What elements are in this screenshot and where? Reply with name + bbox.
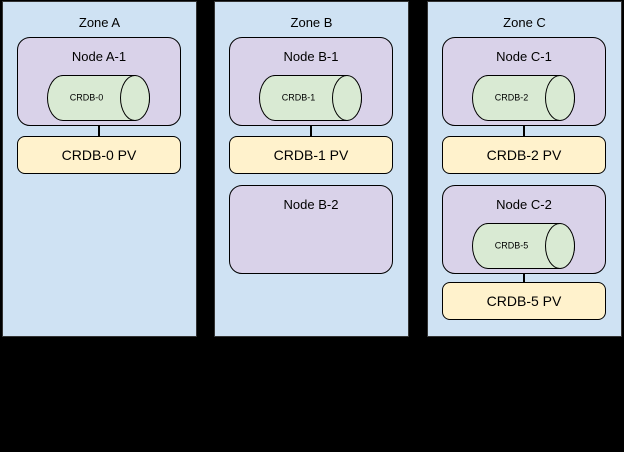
crdb-0-pv-label: CRDB-0 PV [61,147,137,163]
cylinder-cap-icon [120,75,150,121]
zone-b: Zone B Node B-1 CRDB-1 CRDB-1 PV Node B-… [214,1,409,337]
node-b1: Node B-1 CRDB-1 [229,37,393,126]
zone-c-label: Zone C [503,15,546,30]
node-c2: Node C-2 CRDB-5 [442,185,606,274]
connector-line [310,126,312,136]
cylinder-cap-icon [545,223,575,269]
node-c1: Node C-1 CRDB-2 [442,37,606,126]
node-b2: Node B-2 [229,185,393,274]
connector-line [523,274,525,282]
zone-a: Zone A Node A-1 CRDB-0 CRDB-0 PV [2,1,197,337]
crdb-0-pv-box: CRDB-0 PV [17,136,181,174]
node-c1-label: Node C-1 [496,49,552,64]
crdb-1-label: CRDB-1 [281,92,316,103]
node-a1: Node A-1 CRDB-0 [17,37,181,126]
crdb-5-cylinder-icon: CRDB-5 [472,223,575,269]
node-b2-label: Node B-2 [283,197,339,212]
node-b1-label: Node B-1 [283,49,339,64]
crdb-5-pv-box: CRDB-5 PV [442,282,606,320]
crdb-1-pv-box: CRDB-1 PV [229,136,393,174]
node-a1-label: Node A-1 [71,49,127,64]
crdb-1-pv-label: CRDB-1 PV [273,147,349,163]
node-c2-label: Node C-2 [496,197,552,212]
crdb-5-label: CRDB-5 [494,240,529,251]
crdb-0-label: CRDB-0 [69,92,104,103]
crdb-2-label: CRDB-2 [494,92,529,103]
cylinder-cap-icon [332,75,362,121]
crdb-5-pv-label: CRDB-5 PV [486,293,562,309]
zone-c: Zone C Node C-1 CRDB-2 CRDB-2 PV Node C-… [427,1,622,337]
connector-line [98,126,100,136]
crdb-0-cylinder-icon: CRDB-0 [47,75,150,121]
crdb-1-cylinder-icon: CRDB-1 [259,75,362,121]
connector-line [523,126,525,136]
cylinder-cap-icon [545,75,575,121]
crdb-2-cylinder-icon: CRDB-2 [472,75,575,121]
crdb-2-pv-box: CRDB-2 PV [442,136,606,174]
zone-b-label: Zone B [290,15,333,30]
crdb-2-pv-label: CRDB-2 PV [486,147,562,163]
zone-a-label: Zone A [78,15,121,30]
